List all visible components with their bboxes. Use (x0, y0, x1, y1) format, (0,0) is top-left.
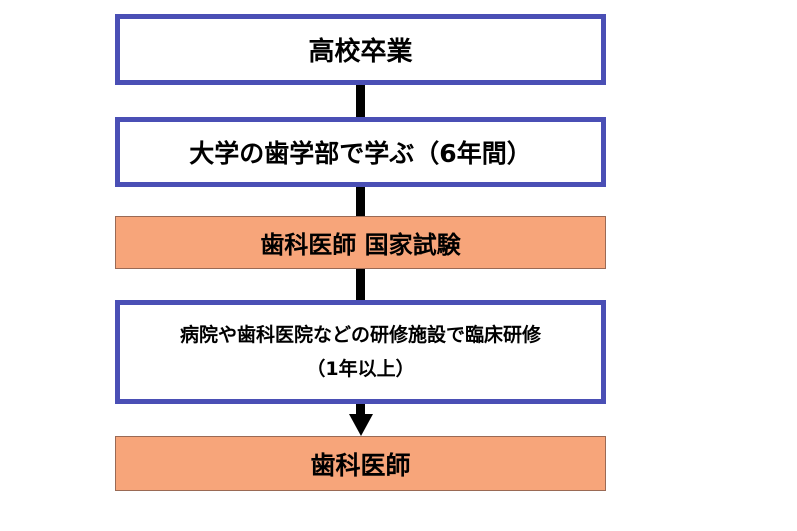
connector-line-1 (356, 85, 365, 117)
step-2-label: 大学の歯学部で学ぶ（6年間） (189, 139, 532, 168)
connector-line-4 (356, 404, 365, 416)
step-national-exam: 歯科医師 国家試験 (115, 216, 606, 269)
step-3-label: 歯科医師 国家試験 (260, 231, 461, 259)
arrow-down-icon (349, 414, 373, 436)
step-4-label-line-2: （1年以上） (306, 358, 415, 380)
step-dental-school: 大学の歯学部で学ぶ（6年間） (115, 117, 606, 187)
step-4-label-line-1: 病院や歯科医院などの研修施設で臨床研修 (179, 324, 541, 346)
step-clinical-training: 病院や歯科医院などの研修施設で臨床研修 （1年以上） (115, 300, 606, 404)
step-high-school-graduation: 高校卒業 (115, 14, 606, 85)
step-dentist: 歯科医師 (115, 436, 606, 491)
connector-line-3 (356, 269, 365, 300)
step-5-label: 歯科医師 (310, 450, 411, 480)
connector-line-2 (356, 187, 365, 216)
step-1-label: 高校卒業 (308, 37, 413, 67)
